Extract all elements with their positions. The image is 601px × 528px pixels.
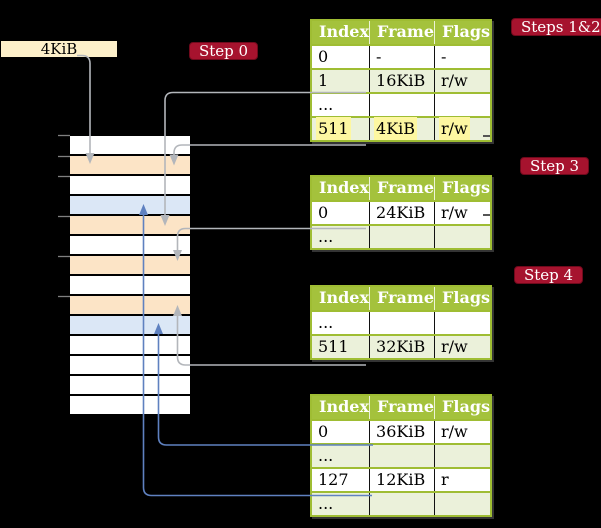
cell-index: 511 (311, 116, 370, 141)
memory-frame-row (70, 176, 190, 194)
cell-index: ... (311, 92, 370, 117)
cell-index: ... (311, 224, 370, 249)
cell-flags: - (434, 45, 492, 69)
memory-frame-row (70, 196, 190, 214)
frame-size-label: 4KiB (40, 40, 78, 58)
cell-index: ... (311, 311, 370, 335)
cell-index: ... (311, 491, 370, 516)
memory-frame-row (70, 216, 190, 234)
page-table-level-3: Index Frame Flags ... 511 32KiB r/w (310, 285, 493, 360)
page-table-level-2: Index Frame Flags 0 24KiB r/w ... (310, 175, 493, 250)
cell-flags (434, 491, 492, 516)
memory-frame-row (70, 276, 190, 294)
table-row: ... (311, 443, 492, 468)
table-row: 511 32KiB r/w (311, 334, 492, 359)
memory-frame-row (70, 376, 190, 394)
cell-frame (369, 443, 435, 468)
column-header-frame: Frame (369, 286, 435, 312)
column-header-frame: Frame (369, 20, 435, 46)
page-table-level-4: Index Frame Flags 0 36KiB r/w ... 127 12… (310, 394, 493, 517)
table-row: ... (311, 92, 492, 117)
memory-frame-row (70, 236, 190, 254)
arrow-l1-row511-to-4kib-frame (169, 144, 366, 166)
cell-frame: 24KiB (369, 201, 435, 225)
cell-flags (434, 311, 492, 335)
cell-flags: r/w (434, 420, 492, 444)
table-row: 0 - - (311, 45, 492, 69)
column-header-index: Index (311, 286, 370, 312)
memory-frame-row (70, 136, 190, 154)
cell-flags: r/w (434, 334, 492, 359)
cell-frame (369, 92, 435, 117)
cell-frame: - (369, 45, 435, 69)
cell-frame: 12KiB (369, 467, 435, 492)
cell-flags: r (434, 467, 492, 492)
table-header-row: Index Frame Flags (311, 395, 492, 421)
table-header-row: Index Frame Flags (311, 286, 492, 312)
page-table-level-1: Index Frame Flags 0 - - 1 16KiB r/w ... (310, 19, 493, 142)
memory-frame-row (70, 256, 190, 274)
memory-frame-row (70, 316, 190, 334)
cell-frame: 16KiB (369, 68, 435, 93)
table-row: 1 16KiB r/w (311, 68, 492, 93)
memory-frame-row (70, 356, 190, 374)
cell-index: 0 (311, 45, 370, 69)
cell-frame: 36KiB (369, 420, 435, 444)
table-row: 0 24KiB r/w (311, 201, 492, 225)
memory-frame-row (70, 296, 190, 314)
table-row: ... (311, 224, 492, 249)
cell-index: 0 (311, 201, 370, 225)
table-row: 127 12KiB r (311, 467, 492, 492)
table-row: ... (311, 311, 492, 335)
cell-frame (369, 311, 435, 335)
cell-index: ... (311, 443, 370, 468)
step-label-3: Step 3 (520, 157, 590, 175)
cell-frame: 4KiB (369, 116, 435, 141)
cell-flags (434, 92, 492, 117)
stack-tick-marks (58, 134, 70, 298)
column-header-flags: Flags (434, 20, 492, 46)
cell-frame: 32KiB (369, 334, 435, 359)
table-header-row: Index Frame Flags (311, 20, 492, 46)
column-header-frame: Frame (369, 176, 435, 202)
cell-index: 0 (311, 420, 370, 444)
physical-memory-stack (70, 136, 190, 416)
memory-frame-row (70, 336, 190, 354)
frame-size-box: 4KiB (0, 40, 118, 58)
column-header-index: Index (311, 395, 370, 421)
cell-flags (434, 224, 492, 249)
cell-flags: r/w (434, 116, 492, 141)
table-row-highlighted: 511 4KiB r/w (311, 116, 492, 141)
cell-frame (369, 491, 435, 516)
step-label-1-2: Steps 1&2 (511, 18, 601, 36)
column-header-flags: Flags (434, 395, 492, 421)
cell-index: 1 (311, 68, 370, 93)
cell-index: 127 (311, 467, 370, 492)
column-header-flags: Flags (434, 176, 492, 202)
cell-flags (434, 443, 492, 468)
cell-frame (369, 224, 435, 249)
cell-index: 511 (311, 334, 370, 359)
cell-flags: r/w (434, 68, 492, 93)
memory-frame-row (70, 156, 190, 174)
table-row: ... (311, 491, 492, 516)
cell-flags: r/w (434, 201, 492, 225)
column-header-index: Index (311, 20, 370, 46)
step-label-4: Step 4 (514, 266, 584, 284)
table-row: 0 36KiB r/w (311, 420, 492, 444)
memory-frame-row (70, 396, 190, 414)
column-header-flags: Flags (434, 286, 492, 312)
column-header-frame: Frame (369, 395, 435, 421)
step-label-0: Step 0 (189, 42, 259, 60)
table-header-row: Index Frame Flags (311, 176, 492, 202)
column-header-index: Index (311, 176, 370, 202)
